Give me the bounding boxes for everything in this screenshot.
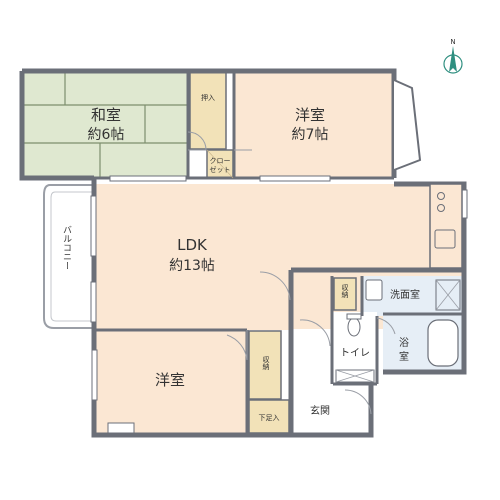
closet-label-1: クロー: [210, 157, 231, 165]
kitchen-counter: [429, 183, 463, 269]
genkan-label: 玄関: [310, 404, 330, 417]
stove-burner-icon: [437, 204, 445, 212]
oshiire-label: 押入: [201, 93, 215, 102]
shuno-south-box: [248, 330, 282, 400]
tatami-grid: [22, 71, 188, 177]
yoshitsu-south-name: 洋室: [155, 371, 185, 389]
yoshitsu-north-floor: [234, 71, 394, 177]
genkan-floor: [291, 384, 371, 434]
yoshitsu-north-name: 洋室: [295, 106, 325, 124]
washitsu-name: 和室: [91, 106, 121, 124]
washer-space: [435, 279, 461, 311]
ldk-lower-floor: [94, 270, 291, 330]
window-sill: [107, 422, 135, 434]
oshiire-box: [189, 70, 227, 150]
windows: [90, 175, 468, 401]
ldk-name: LDK: [177, 236, 208, 254]
toilet-tank-icon: [346, 313, 362, 320]
ldk-size: 約13帖: [169, 258, 215, 274]
bay-window: [393, 79, 422, 171]
compass-icon: N: [443, 38, 463, 74]
shuno-small-box: [333, 277, 357, 311]
balcony-outline: [43, 184, 94, 329]
senmen-label: 洗面室: [390, 288, 420, 301]
washitsu-floor: [22, 71, 188, 177]
shuno-south-label: 収納: [262, 356, 270, 371]
door-swings: [187, 131, 396, 415]
yokushitsu-label-2: 室: [399, 350, 409, 363]
closet-label-2: ゼット: [210, 165, 231, 174]
shitabako-label: 下足入: [259, 414, 280, 422]
stove-burner-icon: [437, 192, 445, 200]
yokushitsu-label-1: 浴: [399, 337, 409, 349]
shuno-small-label: 収納: [341, 284, 349, 299]
toilet-label: トイレ: [340, 348, 370, 359]
interior-walls: [22, 71, 464, 435]
compass-label: N: [450, 38, 455, 46]
washbasin-icon: [365, 279, 383, 301]
shitabako-box: [248, 399, 290, 434]
oshiire-label-line: 押入: [201, 93, 215, 102]
yoshitsu-north-size: 約7帖: [292, 127, 329, 143]
sink-icon: [434, 229, 456, 249]
bathtub-icon: [427, 319, 459, 367]
balcony-label: バルコニー: [61, 225, 72, 270]
yoshitsu-south-floor: [94, 331, 247, 433]
washitsu-size: 約6帖: [88, 127, 125, 143]
toilet-icon: [347, 317, 361, 337]
